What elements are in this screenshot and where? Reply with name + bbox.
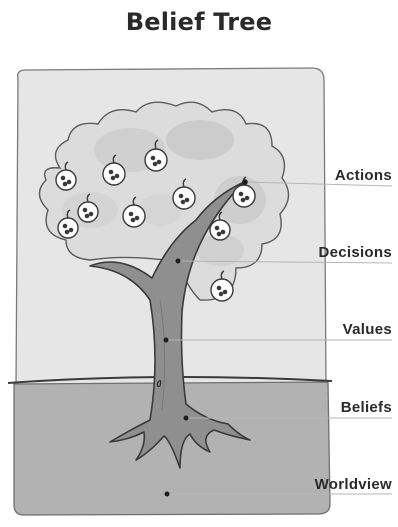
- label-beliefs: Beliefs: [340, 399, 392, 416]
- label-actions: Actions: [334, 167, 392, 184]
- actions-dot: [242, 179, 248, 185]
- fruit: [144, 139, 168, 172]
- fruit: [210, 270, 234, 302]
- fruit: [57, 209, 79, 239]
- values-dot: [163, 337, 169, 343]
- fruit: [77, 193, 99, 223]
- fruit: [55, 161, 77, 191]
- leader-dots: [163, 179, 248, 497]
- beliefs-dot: [183, 415, 189, 421]
- diagram-title: Belief Tree: [125, 8, 273, 36]
- fruit: [122, 196, 146, 228]
- worldview-dot: [164, 491, 170, 497]
- fruit: [209, 211, 231, 241]
- tree-trunk: [89, 181, 251, 469]
- decisions-dot: [175, 258, 181, 264]
- label-decisions: Decisions: [318, 244, 392, 261]
- fruit: [172, 178, 196, 210]
- fruit: [102, 154, 126, 186]
- leader-lines: [166, 181, 393, 495]
- label-values: Values: [342, 321, 392, 338]
- label-worldview: Worldview: [314, 476, 392, 493]
